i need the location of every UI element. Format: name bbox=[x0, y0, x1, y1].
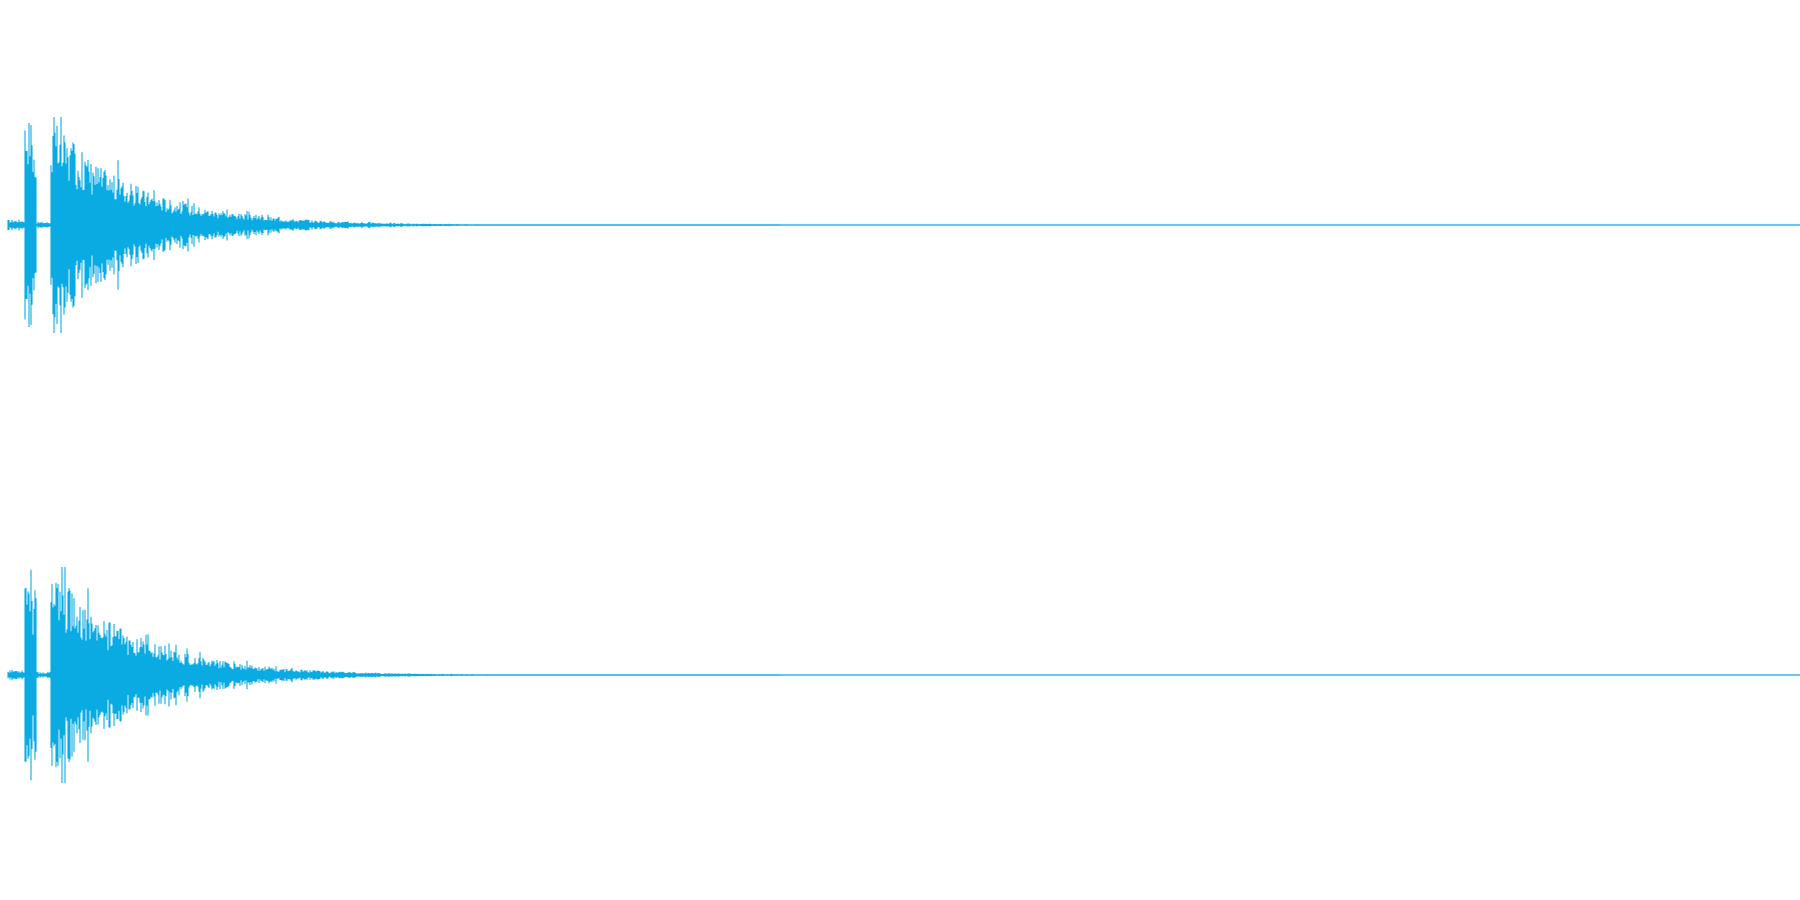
waveform-channel-1 bbox=[7, 117, 1800, 333]
waveform-channel-2 bbox=[7, 567, 1800, 783]
waveform-signal bbox=[7, 117, 781, 333]
waveform-signal bbox=[7, 567, 781, 783]
